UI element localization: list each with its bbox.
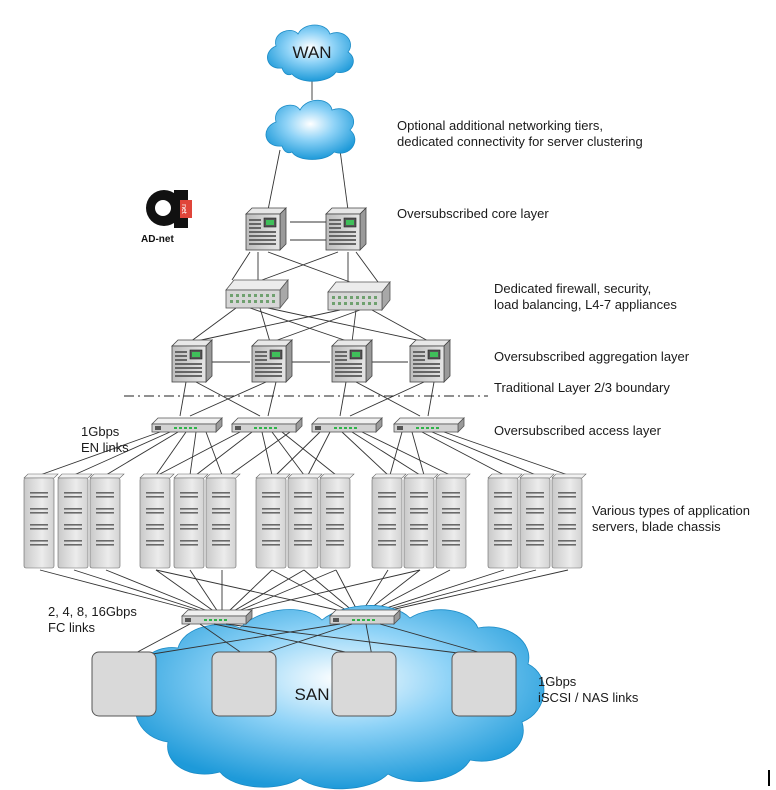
san-switch-icon [181, 609, 253, 625]
server-icon [205, 473, 241, 569]
server-icon [487, 473, 523, 569]
san-switch-icon [329, 609, 401, 625]
core-switch-icon [245, 207, 287, 251]
label-en-2: EN links [81, 440, 129, 455]
server-icon [519, 473, 555, 569]
tier-cloud-icon [265, 99, 356, 160]
san-label: SAN [295, 685, 330, 704]
aggregation-switch-icon [409, 339, 451, 383]
access-switch-icon [393, 417, 465, 433]
label-fc-1: 2, 4, 8, 16Gbps [48, 604, 137, 619]
core-switch-icon [325, 207, 367, 251]
server-icon [403, 473, 439, 569]
server-icon [89, 473, 125, 569]
logo-badge: net [180, 204, 187, 214]
label-servers-2: servers, blade chassis [592, 519, 721, 534]
server-icon [255, 473, 291, 569]
label-core: Oversubscribed core layer [397, 206, 549, 221]
firewall-appliance-icon [327, 281, 391, 311]
label-tiers-2: dedicated connectivity for server cluste… [397, 134, 643, 149]
ad-net-logo: net [146, 190, 192, 228]
server-icon [551, 473, 587, 569]
aggregation-switch-icon [251, 339, 293, 383]
server-icon [435, 473, 471, 569]
wan-label: WAN [292, 43, 331, 62]
access-switch-icon [151, 417, 223, 433]
label-iscsi-2: iSCSI / NAS links [538, 690, 639, 705]
firewall-appliance-icon [225, 279, 289, 309]
server-icon [139, 473, 175, 569]
label-firewall-2: load balancing, L4-7 appliances [494, 297, 677, 312]
server-icon [371, 473, 407, 569]
aggregation-switch-icon [171, 339, 213, 383]
logo-text: AD-net [141, 234, 174, 245]
san-links [129, 623, 493, 657]
links [39, 78, 569, 613]
text-cursor [768, 770, 770, 786]
label-fc-2: FC links [48, 620, 95, 635]
label-iscsi-1: 1Gbps [538, 674, 577, 689]
storage-array-icon [451, 651, 517, 717]
server-icon [57, 473, 93, 569]
storage-array-icon [211, 651, 277, 717]
label-aggregation: Oversubscribed aggregation layer [494, 349, 690, 364]
label-boundary: Traditional Layer 2/3 boundary [494, 380, 670, 395]
access-switch-icon [311, 417, 383, 433]
label-en-1: 1Gbps [81, 424, 120, 439]
wan-cloud-icon: WAN [267, 24, 354, 82]
server-icon [23, 473, 59, 569]
label-tiers-1: Optional additional networking tiers, [397, 118, 603, 133]
label-access: Oversubscribed access layer [494, 423, 661, 438]
storage-array-icon [331, 651, 397, 717]
server-group [23, 473, 587, 569]
server-icon [173, 473, 209, 569]
aggregation-switch-icon [331, 339, 373, 383]
storage-array-icon [91, 651, 157, 717]
server-icon [319, 473, 355, 569]
access-switch-icon [231, 417, 303, 433]
server-icon [287, 473, 323, 569]
label-firewall-1: Dedicated firewall, security, [494, 281, 652, 296]
label-servers-1: Various types of application [592, 503, 751, 518]
